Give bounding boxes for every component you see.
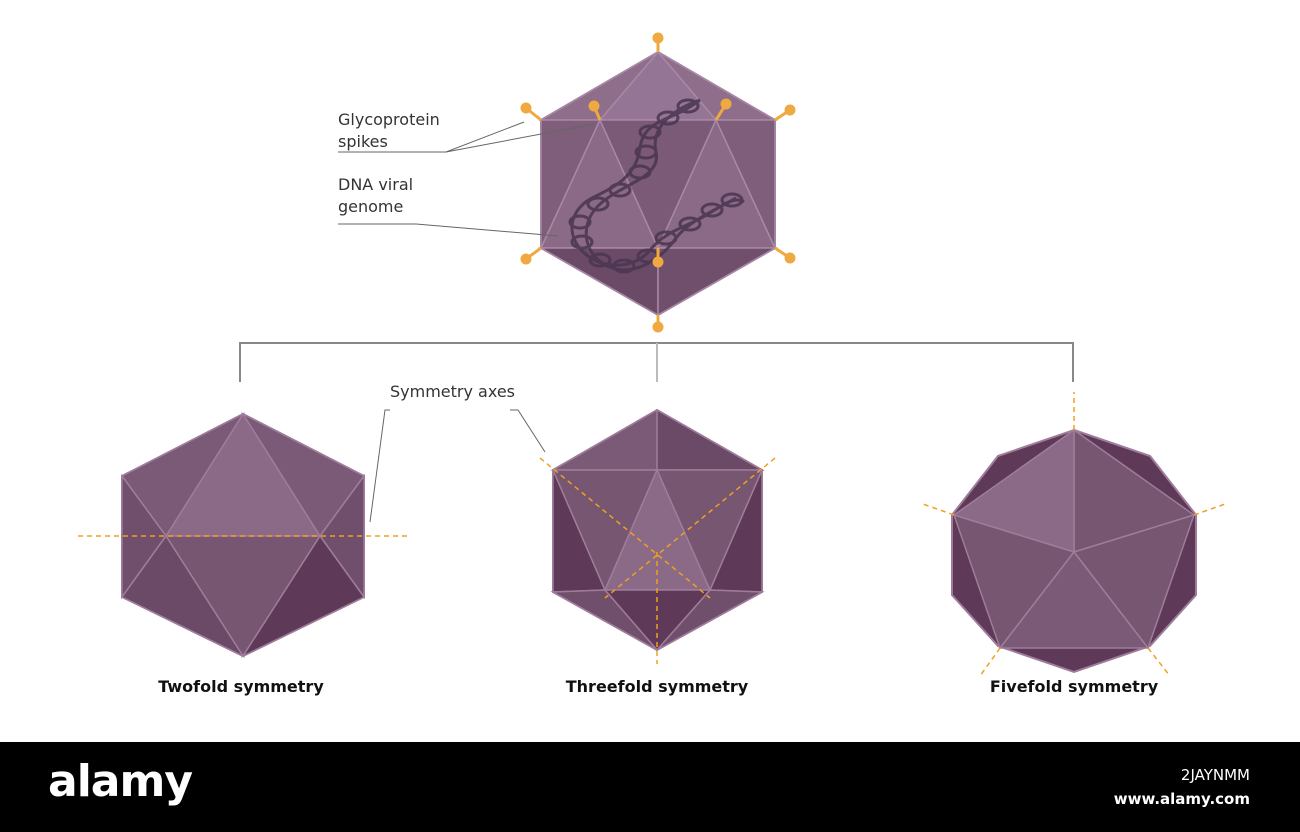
glycoprotein-spikes [520,32,796,333]
site-url: www.alamy.com [1113,790,1250,808]
image-id: 2JAYNMM [1180,766,1250,784]
threefold-caption: Threefold symmetry [565,677,749,696]
dna-label-line1: DNA viral [338,175,414,194]
symmetry-axes-label: Symmetry axes [390,382,516,401]
twofold-caption: Twofold symmetry [158,677,324,696]
alamy-logo: alamy [48,756,193,807]
leader-lines [338,121,595,523]
glycoprotein-label-line1: Glycoprotein [338,110,440,129]
dna-label-line2: genome [338,197,404,216]
watermark-footer: alamy 2JAYNMM www.alamy.com [0,742,1300,832]
fivefold-icosahedron [919,392,1229,677]
virus-capsid [538,50,778,317]
fivefold-caption: Fivefold symmetry [989,677,1159,696]
diagram-art [78,32,1229,677]
threefold-icosahedron [539,408,776,664]
glycoprotein-label: Glycoprotein spikes [338,109,440,153]
twofold-icosahedron [78,412,408,658]
glycoprotein-label-line2: spikes [338,132,388,151]
bracket [239,342,1074,382]
dna-genome-label: DNA viral genome [338,174,413,218]
